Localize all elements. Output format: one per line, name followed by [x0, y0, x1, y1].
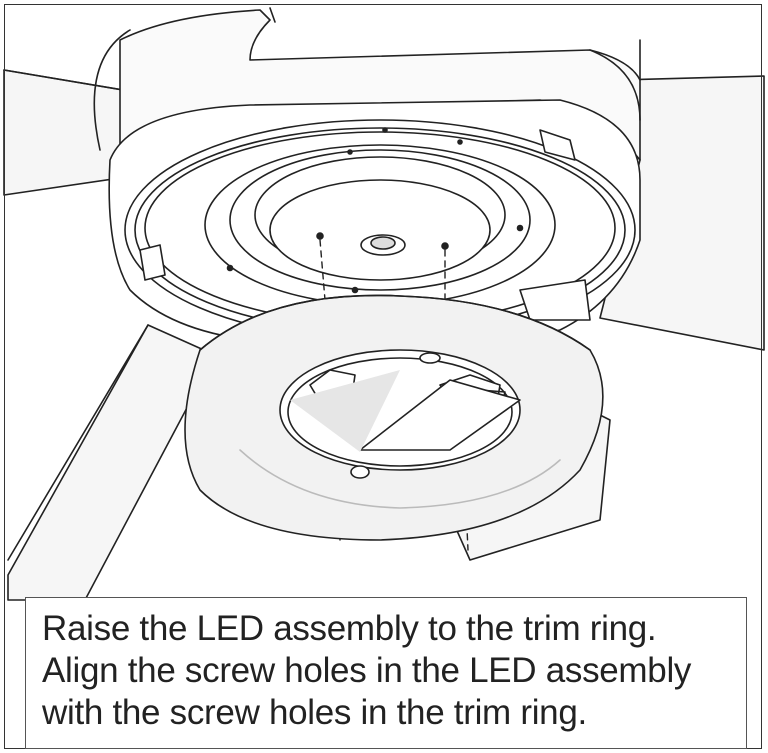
- ring-opening-shadow: [359, 379, 521, 451]
- housing-clip-right: [539, 129, 576, 161]
- instruction-caption-box: Raise the LED assembly to the trim ring.…: [25, 597, 747, 749]
- instruction-caption: Raise the LED assembly to the trim ring.…: [42, 609, 692, 732]
- center-hub: [360, 234, 406, 256]
- plate-screw-holes: [226, 127, 524, 294]
- mounting-plate: [124, 119, 636, 341]
- fan-blade-lower-left: [7, 324, 216, 601]
- housing-clip-left: [139, 244, 166, 281]
- housing-tab: [519, 279, 591, 321]
